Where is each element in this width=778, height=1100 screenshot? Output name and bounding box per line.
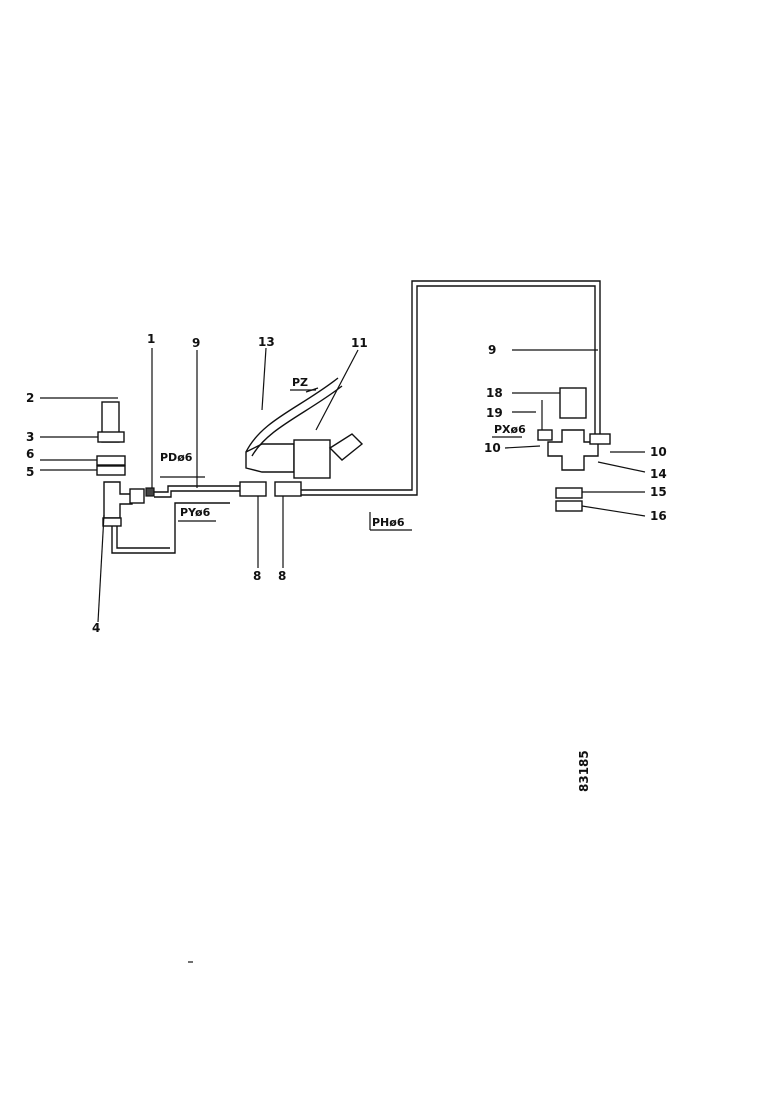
part-4-tee-body <box>103 481 133 519</box>
part-18-body <box>559 387 587 419</box>
pipe-code-pz: PZ <box>292 376 308 389</box>
label-5: 5 <box>26 465 34 479</box>
pipe-code-labels: PDø6 PYø6 PHø6 PZ PXø6 <box>160 376 526 529</box>
label-4: 4 <box>92 621 100 635</box>
part-13-hose-lower <box>251 385 343 457</box>
label-8-left: 8 <box>253 569 261 583</box>
part-19-fitting <box>537 429 553 441</box>
part-11-handle <box>328 433 364 461</box>
label-16: 16 <box>650 509 667 523</box>
pipe-code-pd: PDø6 <box>160 451 193 464</box>
label-10-right: 10 <box>650 445 667 459</box>
pipe-code-px: PXø6 <box>494 423 526 436</box>
part-14-tee <box>547 429 599 471</box>
part-labels: 1 2 3 6 5 4 9 13 11 8 8 9 18 19 10 10 14… <box>26 332 667 635</box>
label-18: 18 <box>486 386 503 400</box>
pipe-code-ph: PHø6 <box>372 516 405 529</box>
label-15: 15 <box>650 485 667 499</box>
label-1: 1 <box>147 332 155 346</box>
part-13-hose-upper <box>245 377 339 453</box>
middle-leaders <box>257 347 412 568</box>
part-15-fitting <box>555 487 583 499</box>
part-5-fitting <box>96 465 126 476</box>
left-leaders <box>40 348 198 623</box>
label-10-left: 10 <box>484 441 501 455</box>
left-pipes <box>111 476 240 554</box>
part-10-fitting <box>589 433 611 445</box>
label-11: 11 <box>351 336 368 350</box>
part-11-actuator <box>293 439 331 479</box>
part-16-fitting <box>555 500 583 512</box>
label-9-left: 9 <box>192 336 200 350</box>
part-13-valve-body <box>245 443 295 473</box>
left-valve-assembly <box>96 401 155 527</box>
pipe-code-py: PYø6 <box>180 506 211 519</box>
part-1-fitting <box>145 487 155 497</box>
part-4-bottom-nut <box>102 517 122 527</box>
label-3: 3 <box>26 430 34 444</box>
middle-assembly <box>239 377 364 497</box>
main-pipe-run <box>301 280 601 496</box>
part-3-collar <box>97 431 125 443</box>
part-8-right-fitting <box>274 481 302 497</box>
right-leaders <box>492 349 646 517</box>
part-8-left-fitting <box>239 481 267 497</box>
figure-number: 83185 <box>577 750 591 792</box>
label-19: 19 <box>486 406 503 420</box>
label-13: 13 <box>258 335 275 349</box>
part-6-fitting <box>96 455 126 466</box>
right-assembly <box>537 387 611 512</box>
label-6: 6 <box>26 447 34 461</box>
label-9-right: 9 <box>488 343 496 357</box>
label-2: 2 <box>26 391 34 405</box>
label-14: 14 <box>650 467 667 481</box>
label-8-right: 8 <box>278 569 286 583</box>
part-4-outlet <box>129 488 145 504</box>
